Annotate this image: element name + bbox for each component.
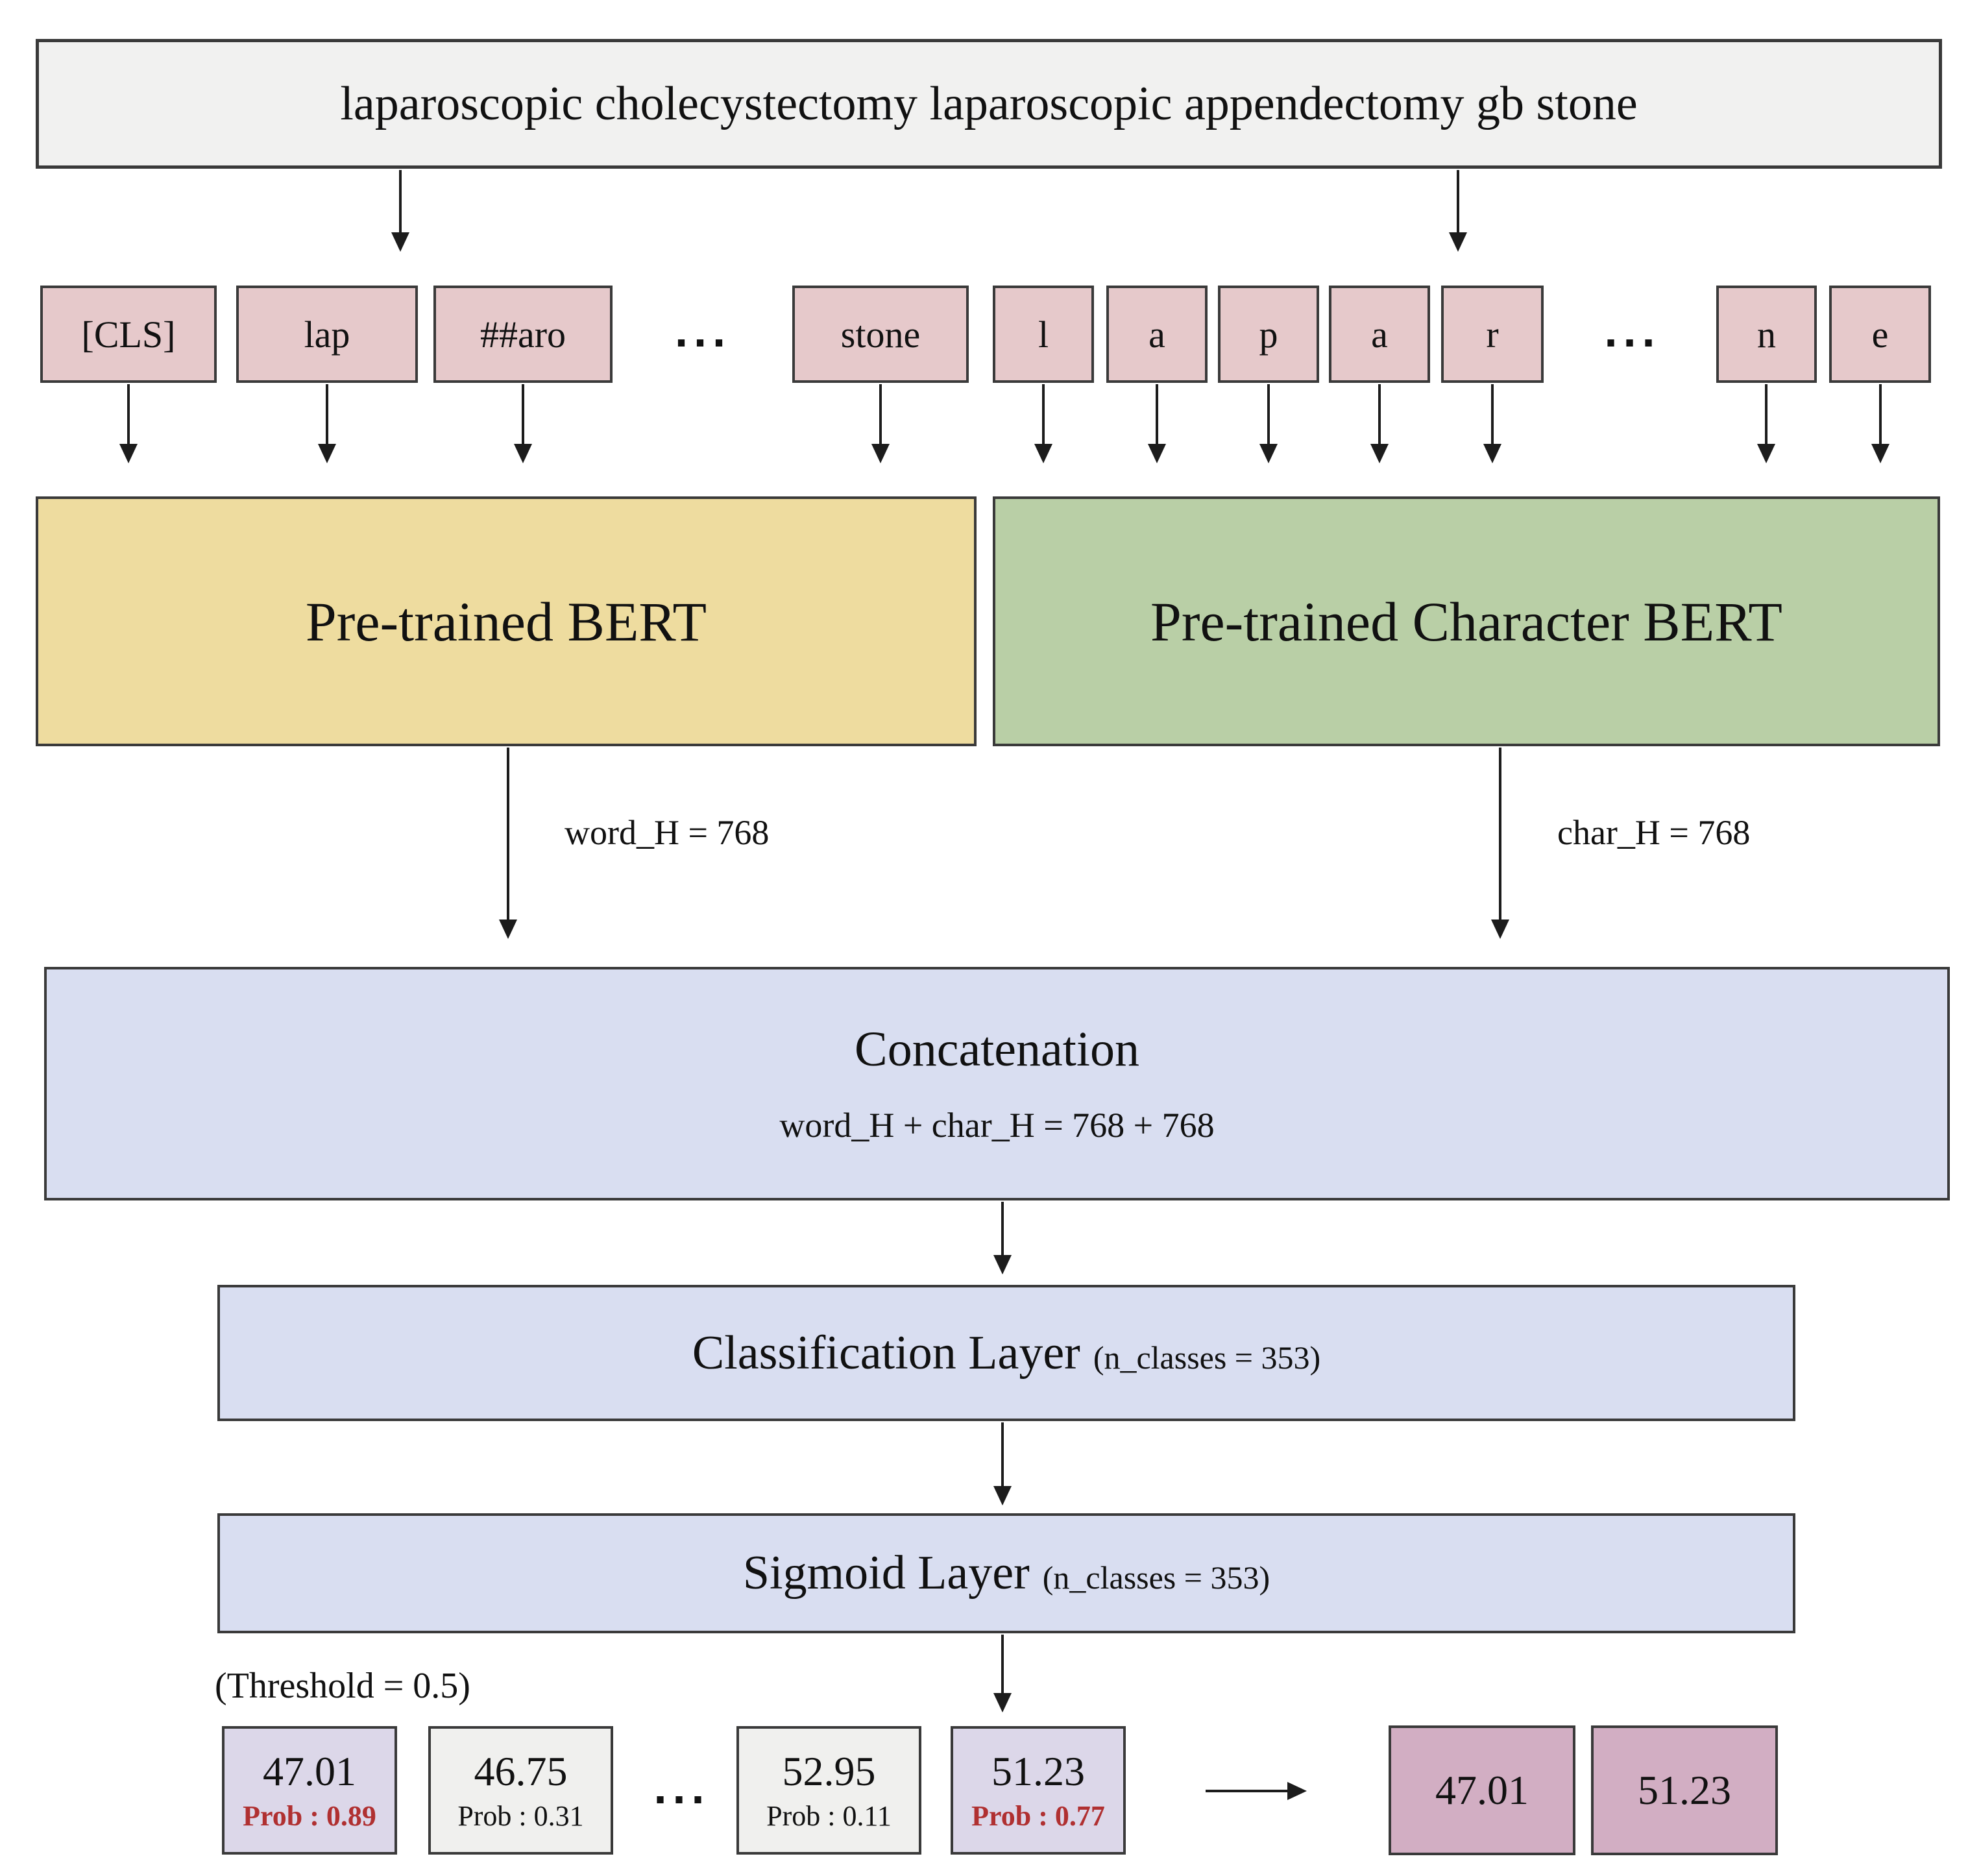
prediction-ellipsis: ... — [653, 1768, 710, 1813]
final-output-code: 51.23 — [1638, 1767, 1731, 1813]
flow-arrow-token-to-charbert — [1259, 384, 1278, 463]
char-token-box: n — [1716, 286, 1817, 383]
flow-arrow-token-to-charbert — [1034, 384, 1053, 463]
flow-arrow-predictions-to-final — [1206, 1781, 1307, 1801]
word-token-label: [CLS] — [81, 313, 176, 356]
flow-arrow-token-to-bert — [513, 384, 533, 463]
flow-arrow-token-to-charbert — [1147, 384, 1167, 463]
word-token-box: stone — [792, 286, 969, 383]
char-token-label: p — [1259, 313, 1278, 356]
prediction-probability: Prob : 0.11 — [766, 1800, 892, 1832]
char-token-box: l — [993, 286, 1094, 383]
pretrained-bert-box: Pre-trained BERT — [36, 496, 977, 746]
char-token-ellipsis: ... — [1603, 311, 1660, 356]
word-token-box: lap — [236, 286, 418, 383]
threshold-label: (Threshold = 0.5) — [215, 1666, 470, 1706]
flow-arrow-token-to-bert — [119, 384, 138, 463]
char-token-box: a — [1329, 286, 1430, 383]
prediction-probability: Prob : 0.77 — [971, 1800, 1105, 1832]
flow-arrow-classification-to-sigmoid — [993, 1422, 1012, 1505]
flow-arrow-token-to-charbert — [1756, 384, 1776, 463]
char-token-label: a — [1148, 313, 1165, 356]
concatenation-box: Concatenation word_H + char_H = 768 + 76… — [44, 967, 1950, 1200]
flow-arrow-concat-to-classification — [993, 1202, 1012, 1274]
prediction-box: 51.23 Prob : 0.77 — [951, 1726, 1126, 1855]
sigmoid-layer-title: Sigmoid Layer — [742, 1546, 1030, 1600]
char-token-box: r — [1441, 286, 1544, 383]
char-token-label: e — [1871, 313, 1889, 356]
prediction-box: 47.01 Prob : 0.89 — [222, 1726, 397, 1855]
flow-arrow-token-to-bert — [871, 384, 890, 463]
pretrained-character-bert-box: Pre-trained Character BERT — [993, 496, 1940, 746]
char-token-box: a — [1106, 286, 1208, 383]
input-sentence-text: laparoscopic cholecystectomy laparoscopi… — [340, 77, 1638, 130]
prediction-box: 52.95 Prob : 0.11 — [736, 1726, 921, 1855]
word-hidden-size-label: word_H = 768 — [565, 813, 770, 852]
char-token-label: a — [1371, 313, 1388, 356]
char-token-label: r — [1486, 313, 1499, 356]
concatenation-title: Concatenation — [855, 1022, 1139, 1077]
char-token-label: n — [1757, 313, 1776, 356]
pretrained-bert-label: Pre-trained BERT — [305, 590, 707, 653]
flow-arrow-sigmoid-to-output — [993, 1635, 1012, 1712]
flow-arrow-token-to-bert — [317, 384, 337, 463]
flow-arrow-token-to-charbert — [1370, 384, 1389, 463]
prediction-probability: Prob : 0.89 — [243, 1800, 376, 1832]
word-token-label: stone — [840, 313, 921, 356]
word-token-box: ##aro — [433, 286, 613, 383]
word-token-box: [CLS] — [40, 286, 217, 383]
classification-layer-title: Classification Layer — [692, 1326, 1080, 1380]
flow-arrow-input-to-char-tokens — [1448, 170, 1468, 252]
prediction-code: 52.95 — [782, 1748, 876, 1794]
flow-arrow-charbert-to-concat — [1490, 748, 1510, 939]
char-token-box: p — [1218, 286, 1319, 383]
final-output-box: 47.01 — [1389, 1725, 1575, 1855]
prediction-code: 51.23 — [991, 1748, 1085, 1794]
final-output-code: 47.01 — [1435, 1767, 1529, 1813]
char-hidden-size-label: char_H = 768 — [1557, 813, 1751, 852]
classification-layer-params: (n_classes = 353) — [1093, 1339, 1321, 1376]
flow-arrow-token-to-charbert — [1483, 384, 1502, 463]
prediction-probability: Prob : 0.31 — [457, 1800, 584, 1832]
word-token-ellipsis: ... — [674, 311, 731, 356]
sigmoid-layer-box: Sigmoid Layer (n_classes = 353) — [217, 1513, 1795, 1633]
final-output-box: 51.23 — [1591, 1725, 1778, 1855]
pretrained-character-bert-label: Pre-trained Character BERT — [1150, 590, 1782, 653]
word-token-label: ##aro — [480, 313, 566, 356]
sigmoid-layer-params: (n_classes = 353) — [1042, 1559, 1270, 1596]
prediction-code: 47.01 — [263, 1748, 356, 1794]
classification-layer-box: Classification Layer (n_classes = 353) — [217, 1285, 1795, 1421]
prediction-code: 46.75 — [474, 1748, 568, 1794]
input-sentence-box: laparoscopic cholecystectomy laparoscopi… — [36, 39, 1942, 169]
char-token-label: l — [1038, 313, 1049, 356]
flow-arrow-token-to-charbert — [1871, 384, 1890, 463]
word-token-label: lap — [304, 313, 350, 356]
prediction-box: 46.75 Prob : 0.31 — [428, 1726, 613, 1855]
flow-arrow-bert-to-concat — [498, 748, 518, 939]
flow-arrow-input-to-word-tokens — [391, 170, 410, 252]
concatenation-formula: word_H + char_H = 768 + 768 — [779, 1106, 1215, 1145]
char-token-box: e — [1829, 286, 1931, 383]
